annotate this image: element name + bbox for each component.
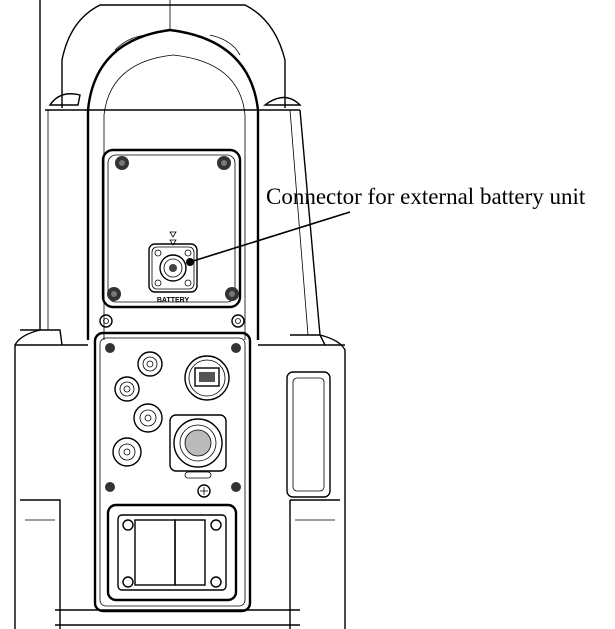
callout: Connector for external battery unit — [186, 184, 586, 266]
leader-dot — [186, 258, 194, 266]
battery-plate: BATTERY — [101, 148, 242, 309]
battery-connector-label: BATTERY — [157, 297, 190, 304]
leader-line — [189, 211, 351, 263]
ethernet-port — [184, 355, 230, 401]
callout-label: Connector for external battery unit — [266, 184, 586, 209]
plate-screws — [107, 156, 239, 301]
battery-connector: BATTERY — [148, 231, 198, 304]
side-cover — [286, 371, 331, 498]
connector-panel — [93, 331, 252, 613]
body-outline — [14, 0, 346, 629]
head-arch — [45, 0, 302, 340]
multipin-connector — [169, 414, 227, 479]
bnc-connectors — [112, 351, 163, 467]
industrial-connector — [106, 503, 238, 602]
